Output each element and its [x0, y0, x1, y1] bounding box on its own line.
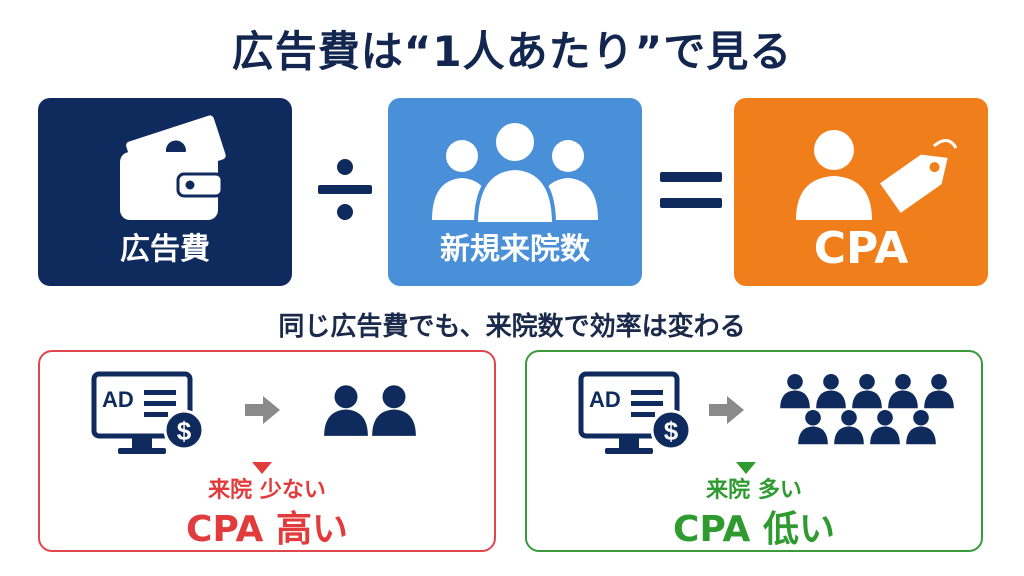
person-icon [780, 373, 810, 409]
down-triangle-icon [252, 462, 272, 474]
divide-icon [318, 159, 372, 220]
person-icon [852, 373, 882, 409]
down-triangle-icon [736, 462, 756, 474]
ad-cost-box: 広告費 [38, 98, 292, 286]
person-icon [834, 409, 864, 445]
case-few-line1: 来院 少ない [208, 478, 326, 503]
person-icon [888, 373, 918, 409]
ad-monitor-icon: AD $ [91, 371, 205, 454]
dollar-text: $ [664, 416, 679, 446]
case-few-patients: AD $ 来院 少ない CPA 高い [38, 350, 496, 552]
dollar-text: $ [177, 416, 192, 446]
case-few-line2: CPA 高い [186, 509, 348, 550]
person-icon [816, 373, 846, 409]
patient-icons [324, 385, 416, 436]
case-many-patients: AD $ 来院 多い CPA 低い [525, 350, 983, 552]
patient-icons [780, 373, 954, 445]
case-few-scene: AD $ [91, 371, 416, 474]
person-icon [324, 385, 368, 436]
equals-icon [660, 172, 722, 208]
cpa-box: CPA [734, 98, 988, 286]
person-icon [906, 409, 936, 445]
new-patients-label: 新規来院数 [440, 232, 590, 267]
arrow-right-icon [709, 396, 744, 424]
ad-cost-label: 広告費 [120, 232, 210, 267]
person-icon [924, 373, 954, 409]
wallet-icon [120, 115, 226, 220]
new-patients-box: 新規来院数 [388, 98, 642, 286]
ad-monitor-icon: AD $ [578, 371, 692, 454]
case-many-line1: 来院 多い [706, 478, 802, 503]
person-icon [372, 385, 416, 436]
ad-text: AD [102, 387, 134, 412]
subtitle: 同じ広告費でも、来院数で効率は変わる [278, 312, 746, 342]
cpa-label: CPA [813, 223, 909, 274]
people-group-icon [432, 119, 598, 222]
arrow-right-icon [245, 396, 280, 424]
ad-text: AD [589, 387, 621, 412]
page-title: 広告費は“1人あたり”で見る [231, 27, 793, 76]
person-icon [798, 409, 828, 445]
case-many-line2: CPA 低い [673, 509, 835, 550]
case-many-scene: AD $ [578, 371, 954, 474]
person-tag-icon [796, 130, 958, 220]
person-icon [870, 409, 900, 445]
